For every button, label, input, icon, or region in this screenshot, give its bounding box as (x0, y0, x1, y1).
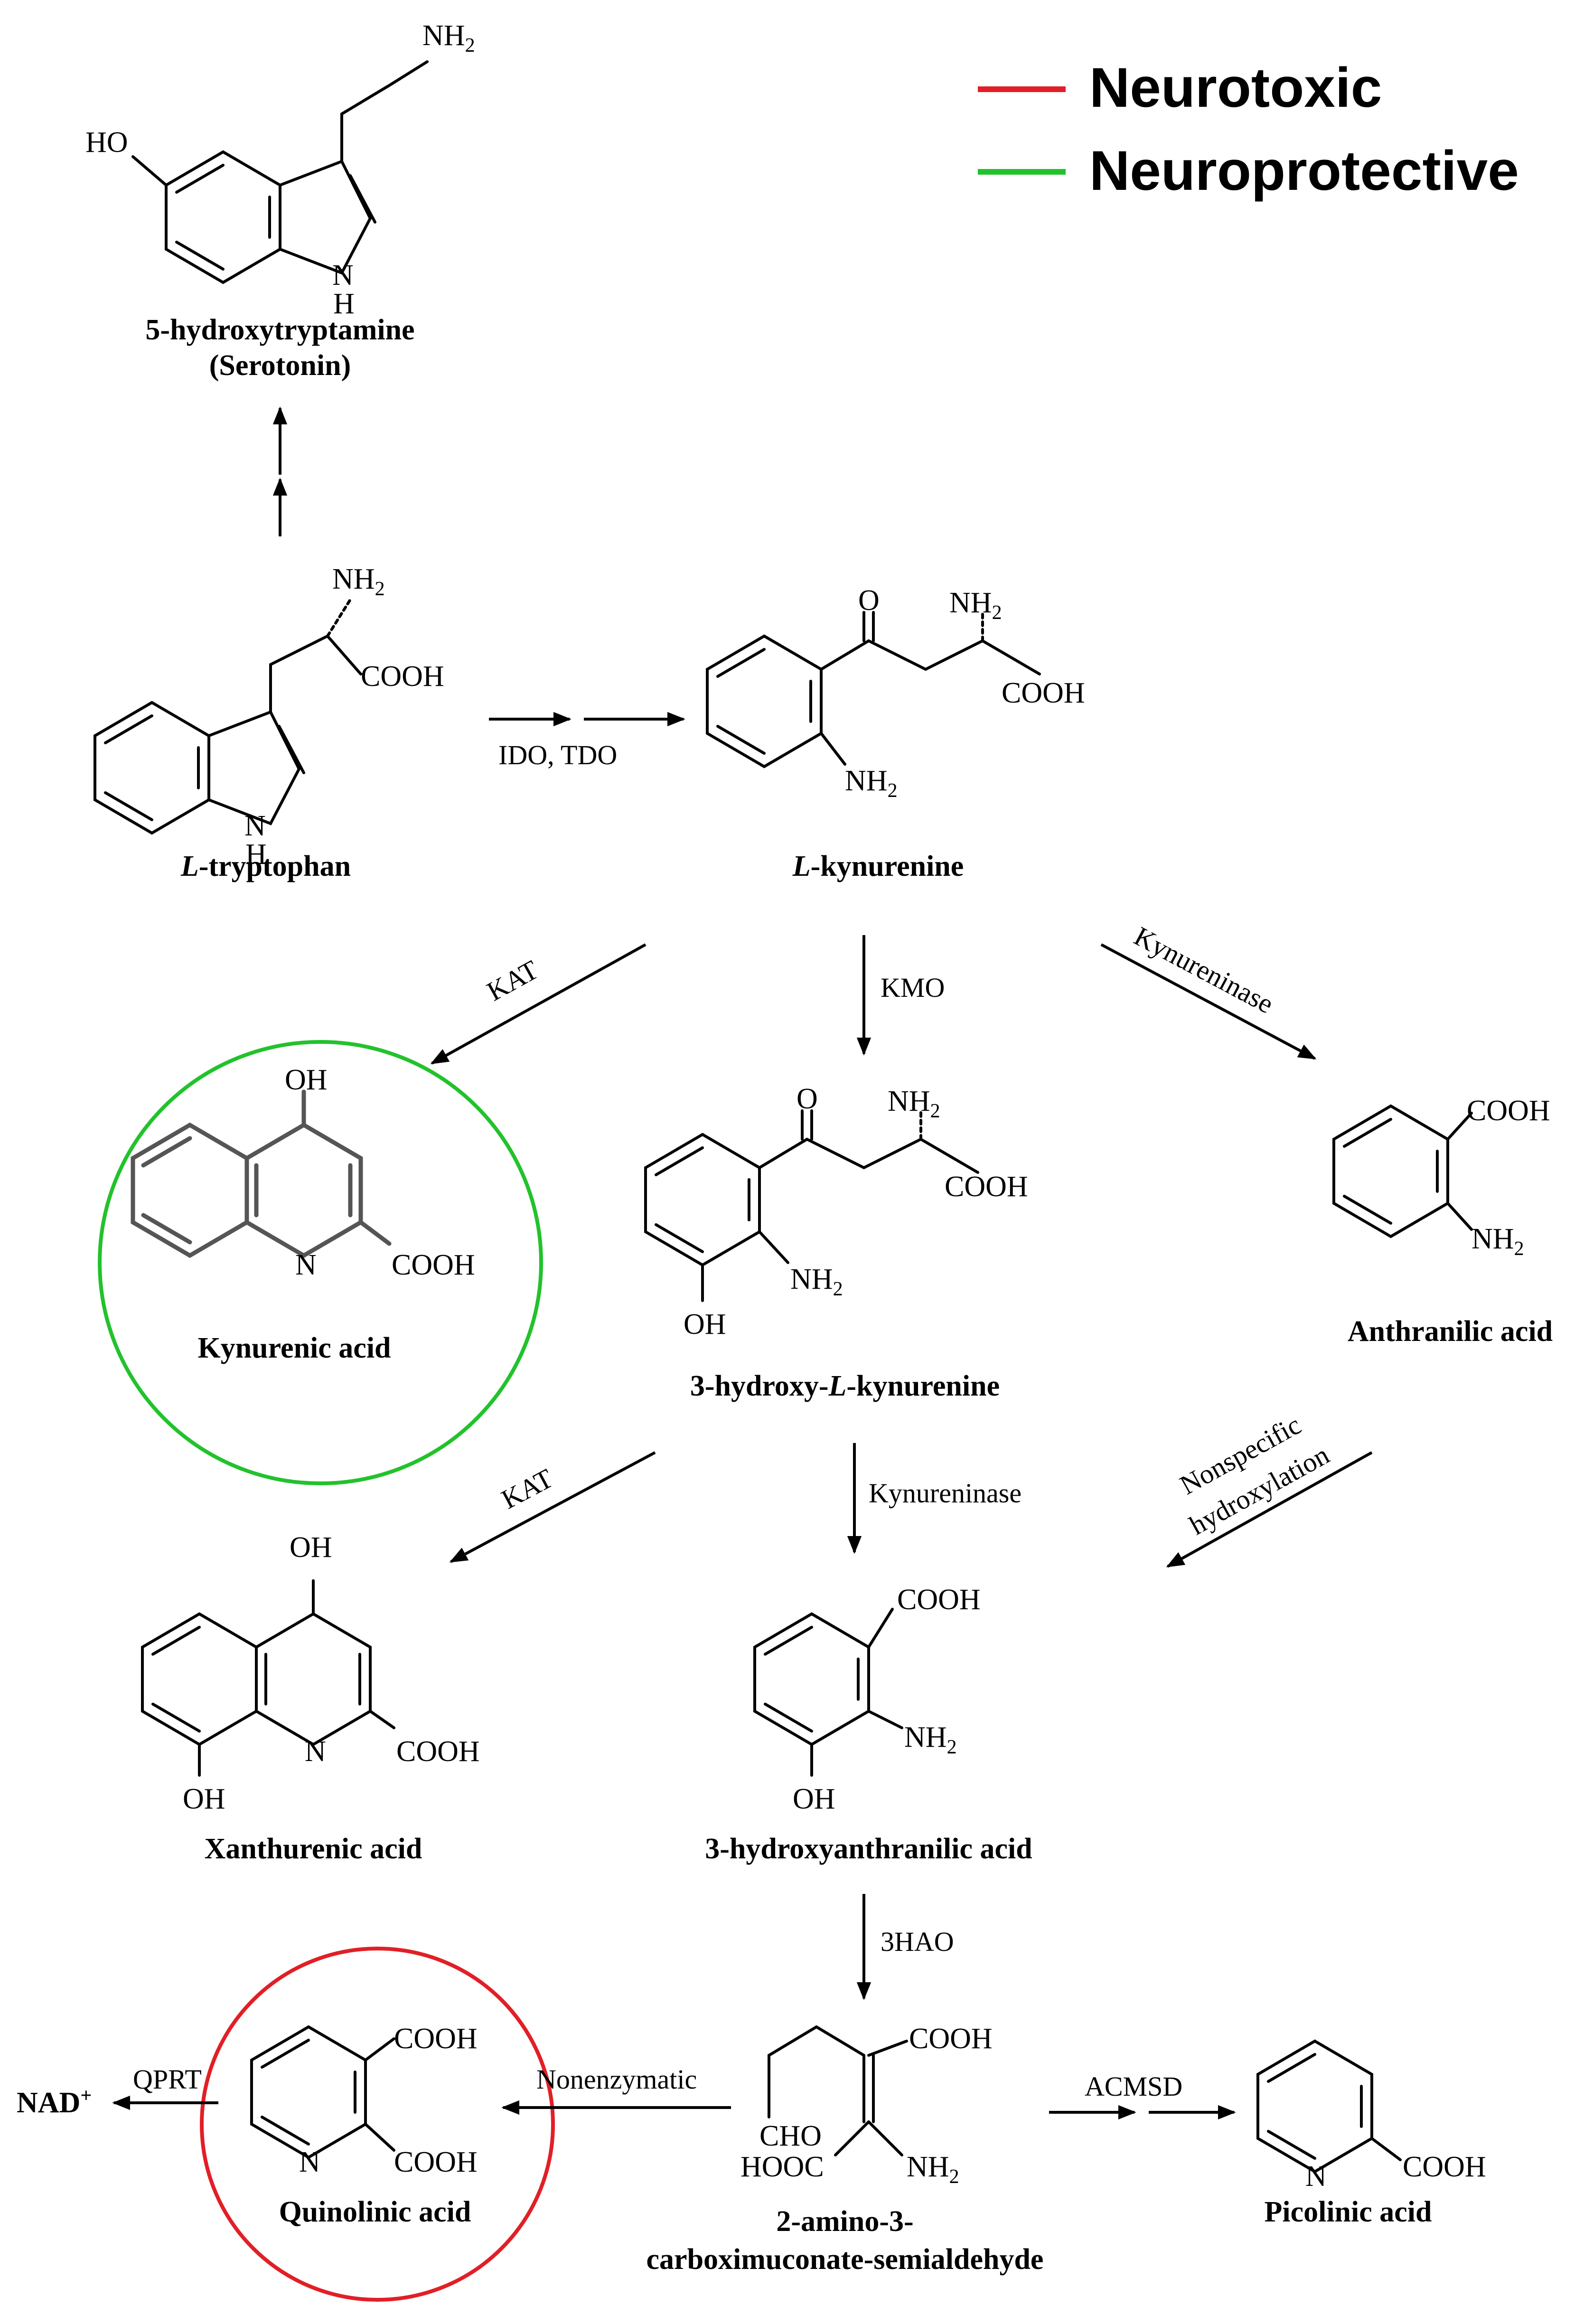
xanthurenic-n: N (305, 1735, 326, 1768)
enzyme-ido-tdo: IDO, TDO (498, 740, 617, 770)
anthranilic-nh2: NH2 (1471, 1223, 1524, 1260)
arrow-kat-xanthurenic (449, 1451, 656, 1563)
xanthurenic-oh-bottom: OH (183, 1783, 225, 1815)
hydroxyanthranilic-cooh: COOH (897, 1584, 981, 1616)
tryptophan-structure: NH2 COOH N H (94, 563, 444, 871)
hydroxyanthranilic-oh: OH (793, 1783, 835, 1815)
quinolinic-cooh-top: COOH (394, 2023, 478, 2055)
hydroxykynurenine-o: O (796, 1083, 818, 1115)
acms-cooh: COOH (909, 2023, 993, 2055)
kynurenic-n: N (295, 1249, 317, 1281)
enzyme-qprt: QPRT (133, 2064, 202, 2095)
anthranilic-acid-structure: COOH NH2 (1332, 1095, 1550, 1260)
tryptophan-h: H (245, 838, 267, 871)
serotonin-label-line2: (Serotonin) (209, 349, 351, 382)
nad-label: NAD+ (17, 2085, 92, 2119)
legend-neuroprotective-label: Neuroprotective (1089, 140, 1519, 202)
serotonin-nh: N (332, 259, 354, 291)
acms-structure: COOH CHO HOOC NH2 (740, 2023, 993, 2188)
hydroxykynurenine-oh: OH (684, 1308, 726, 1340)
kynurenic-oh: OH (285, 1064, 328, 1096)
kynurenic-acid-label: Kynurenic acid (197, 1332, 391, 1364)
tryptophan-label: L-tryptophan (180, 850, 351, 882)
acms-label-line2: carboximuconate-semialdehyde (647, 2243, 1044, 2276)
kynurenine-o: O (858, 584, 880, 617)
serotonin-structure: HO N H NH2 (85, 19, 475, 320)
enzyme-nonenzymatic: Nonenzymatic (536, 2064, 697, 2095)
xanthurenic-cooh: COOH (396, 1735, 480, 1768)
tryptophan-cooh: COOH (361, 660, 444, 693)
xanthurenic-acid-label: Xanthurenic acid (205, 1833, 422, 1865)
enzyme-kat-1: KAT (482, 954, 543, 1007)
enzyme-3hao: 3HAO (881, 1926, 954, 1957)
tryptophan-nh2: NH2 (332, 563, 385, 600)
quinolinic-acid-structure: COOH N COOH (250, 2023, 478, 2178)
acms-label-line1: 2-amino-3- (776, 2205, 913, 2238)
kynurenine-cooh: COOH (1002, 677, 1085, 709)
acms-nh2: NH2 (907, 2151, 959, 2188)
quinolinic-acid-highlight (200, 1947, 555, 2302)
serotonin-label-line1: 5-hydroxytryptamine (145, 314, 414, 346)
hydroxykynurenine-structure: O NH2 COOH NH2 OH (644, 1083, 1028, 1340)
kynurenine-aniline-nh2: NH2 (845, 765, 898, 802)
quinolinic-acid-label: Quinolinic acid (279, 2196, 471, 2228)
kynurenic-acid-highlight (98, 1040, 543, 1485)
kynurenic-acid-structure: OH N COOH (131, 1064, 475, 1281)
kynurenic-cooh: COOH (392, 1249, 475, 1281)
serotonin-h: H (333, 288, 355, 320)
hydroxyanthranilic-acid-label: 3-hydroxyanthranilic acid (705, 1833, 1032, 1865)
kynurenine-structure: O NH2 COOH NH2 (706, 584, 1085, 802)
xanthurenic-acid-structure: OH N COOH OH (141, 1531, 480, 1815)
picolinic-n: N (1305, 2160, 1327, 2193)
quinolinic-n: N (299, 2146, 320, 2178)
picolinic-acid-label: Picolinic acid (1264, 2196, 1432, 2228)
serotonin-ho: HO (85, 126, 128, 159)
hydroxyanthranilic-acid-structure: COOH NH2 OH (753, 1584, 981, 1815)
arrow-kynureninase-anthranilic (1100, 943, 1317, 1060)
enzyme-acmsd: ACMSD (1085, 2071, 1182, 2102)
kynurenine-nh2: NH2 (949, 587, 1002, 624)
kynurenine-label: L-kynurenine (792, 850, 964, 882)
tryptophan-n: N (244, 810, 266, 842)
enzyme-kynureninase-2: Kynureninase (869, 1478, 1021, 1509)
enzyme-kat-2: KAT (497, 1462, 558, 1515)
enzyme-kmo: KMO (881, 972, 945, 1003)
anthranilic-acid-label: Anthranilic acid (1348, 1315, 1553, 1348)
anthranilic-cooh: COOH (1467, 1095, 1550, 1127)
arrow-kat-kynurenic (430, 943, 647, 1065)
hydroxykynurenine-nh2: NH2 (888, 1085, 940, 1122)
serotonin-nh2: NH2 (422, 19, 475, 56)
xanthurenic-oh-top: OH (290, 1531, 332, 1564)
hydroxykynurenine-label: 3-hydroxy-L-kynurenine (690, 1370, 1000, 1402)
picolinic-acid-structure: N COOH (1256, 2039, 1486, 2193)
hydroxykynurenine-aniline-nh2: NH2 (790, 1263, 843, 1300)
arrow-nonspecific-hydroxylation (1166, 1451, 1373, 1568)
picolinic-cooh: COOH (1403, 2151, 1486, 2183)
legend: Neurotoxic Neuroprotective (978, 56, 1519, 202)
legend-neurotoxic-label: Neurotoxic (1089, 56, 1382, 119)
acms-hooc: HOOC (740, 2151, 824, 2183)
acms-cho: CHO (759, 2120, 822, 2152)
hydroxyanthranilic-nh2: NH2 (904, 1721, 957, 1758)
hydroxykynurenine-cooh: COOH (945, 1171, 1028, 1203)
quinolinic-cooh-bottom: COOH (394, 2146, 478, 2178)
